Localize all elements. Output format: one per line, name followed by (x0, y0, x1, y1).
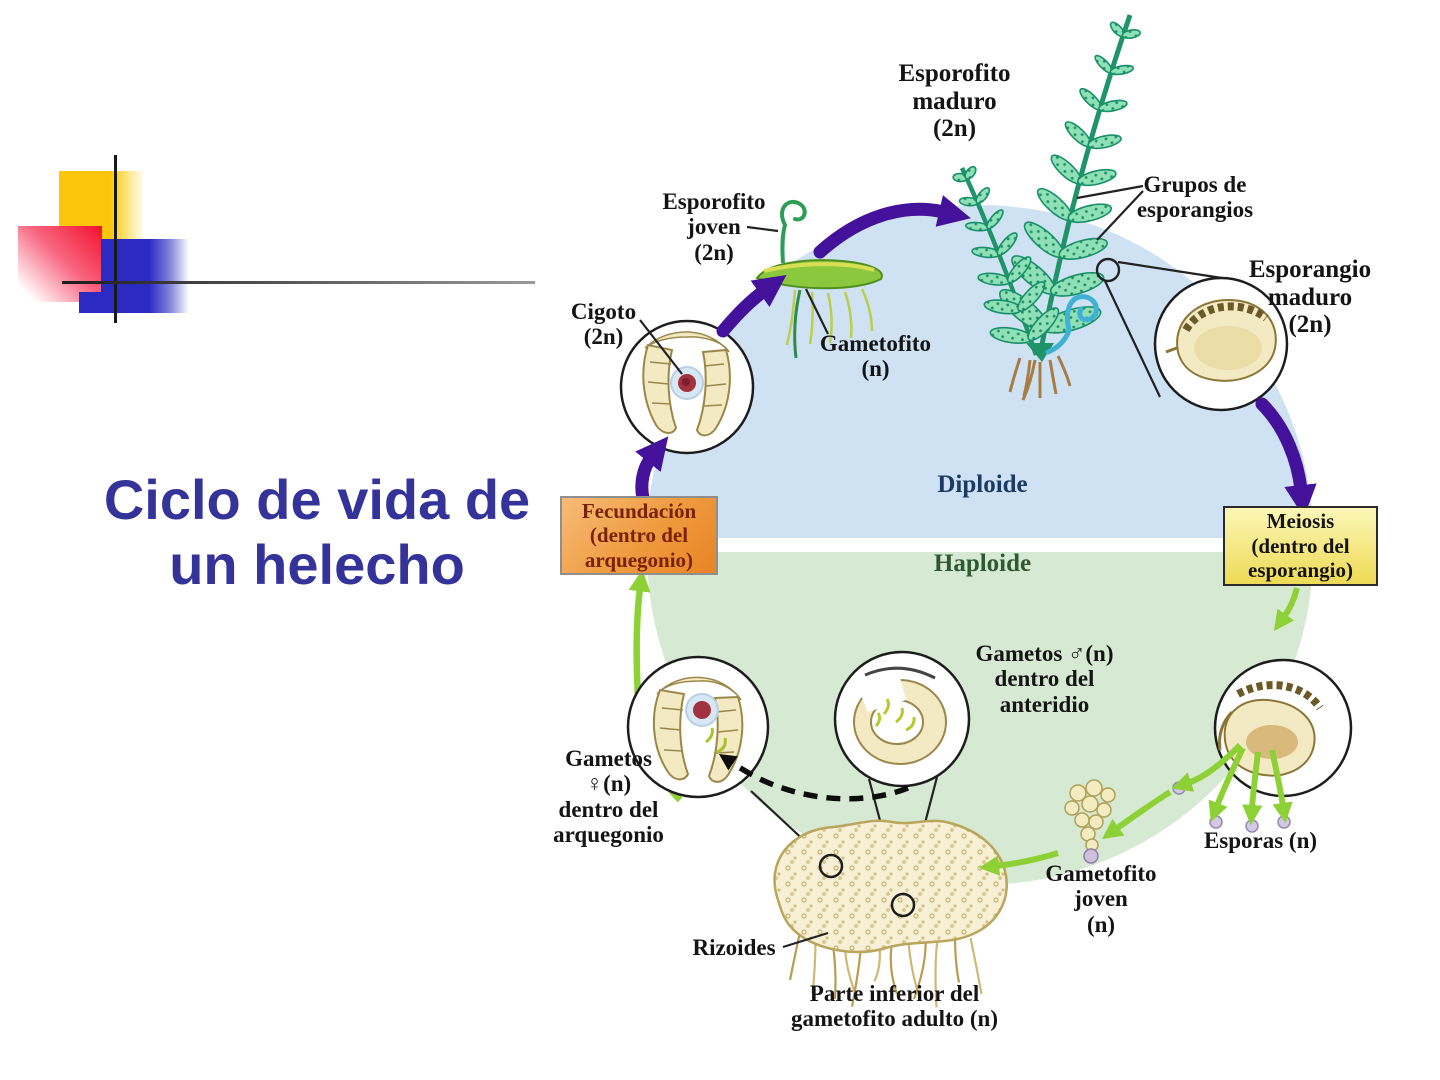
label-esporofito-maduro: Esporofito maduro (2n) (898, 60, 1011, 142)
fecundacion-box: Fecundación (dentro del arquegonio) (560, 496, 718, 575)
slide-title: Ciclo de vida de un helecho (103, 468, 531, 596)
label-gametos-femeninos: Gametos ♀(n) dentro del arquegonio (553, 746, 664, 847)
gametofito-adulto-illustration (773, 819, 1008, 1008)
label-esporangio-maduro: Esporangio maduro (2n) (1248, 256, 1372, 338)
meiosis-box: Meiosis (dentro del esporangio) (1223, 506, 1378, 586)
label-esporofito-joven: Esporofito joven (2n) (662, 189, 766, 265)
anteridio-illustration (853, 666, 947, 765)
haploid-half (647, 552, 1313, 885)
label-esporas: Esporas (n) (1203, 828, 1318, 853)
esporangio-maduro-illustration (1165, 298, 1277, 382)
label-cigoto: Cigoto (2n) (570, 299, 637, 350)
label-gametofito: Gametofito (n) (819, 331, 932, 382)
arrow-meiosis-to-esporangio-abierto (1273, 587, 1300, 632)
arrow-esporangio-to-meiosis (1255, 397, 1317, 518)
fern-roots (1008, 355, 1072, 401)
label-diploide: Diploide (937, 471, 1028, 498)
arrow-cigoto-to-gametofito (716, 274, 787, 338)
decoration-blue-square-lower (79, 292, 125, 313)
label-grupos-esporangios: Grupos de esporangios (1136, 172, 1254, 223)
arrow-espora-1 (1208, 746, 1246, 823)
label-haploide: Haploide (933, 550, 1032, 577)
decoration-red-square (18, 226, 102, 302)
arrow-espora-3 (1269, 749, 1293, 824)
gametofito-joven-illustration (1064, 779, 1116, 864)
arrow-fecundacion-to-cigoto (635, 436, 669, 505)
arrow-espora-2 (1242, 751, 1263, 826)
label-parte-inferior-gametofito: Parte inferior del gametofito adulto (n) (791, 981, 998, 1032)
decoration-vertical-line (114, 155, 117, 323)
fern-fiddlehead (1045, 294, 1099, 355)
arrow-esporas-to-gametofito-joven (1101, 789, 1172, 840)
esporofito-maduro-illustration (952, 14, 1141, 401)
gametofito-con-esporofito-joven (755, 199, 883, 359)
cigoto-illustration (642, 331, 731, 437)
arrow-gametofito-joven-to-adulto (978, 850, 1059, 876)
arrow-espermatozoide-dashed (718, 753, 910, 802)
esporangio-abierto-illustration (1218, 681, 1324, 777)
arrow-esporofito-joven-to-maduro (813, 195, 971, 259)
label-gametos-masculinos: Gametos ♂(n) dentro del anteridio (975, 641, 1114, 717)
arrow-esporangio-to-esporas (1171, 742, 1243, 792)
label-rizoides: Rizoides (692, 935, 776, 960)
callout-lines-front (639, 184, 1144, 949)
sorus-circle-on-fern (1095, 257, 1121, 283)
label-gametofito-joven: Gametofito joven (n) (1045, 861, 1157, 937)
decoration-horizontal-line (62, 281, 535, 284)
